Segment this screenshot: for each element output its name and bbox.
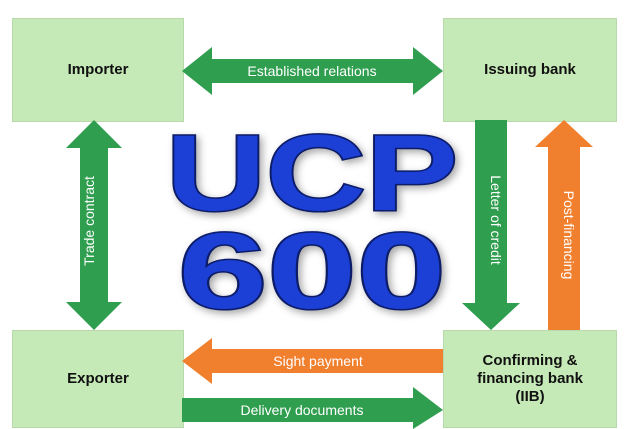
letter-of-credit-arrow: Letter of credit <box>462 120 520 330</box>
delivery-documents-arrow: Delivery documents <box>182 387 443 429</box>
confirming-bank-label-line1: Confirming & <box>482 352 578 369</box>
post-financing-arrow: Post-financing <box>535 120 593 330</box>
sight-payment-arrow: Sight payment <box>182 338 443 384</box>
confirming-bank-box: Confirming & financing bank (IIB) <box>443 330 617 428</box>
exporter-label: Exporter <box>67 370 129 387</box>
exporter-box: Exporter <box>12 330 184 428</box>
letter-of-credit-label: Letter of credit <box>488 175 504 265</box>
ucp-600-title: UCP 600 <box>165 111 460 333</box>
sight-payment-label: Sight payment <box>273 353 363 369</box>
trade-contract-arrow: Trade contract <box>66 120 122 330</box>
confirming-bank-label-line2: financing bank <box>477 370 583 387</box>
importer-label: Importer <box>67 61 129 78</box>
title-line2: 600 <box>178 210 446 331</box>
importer-box: Importer <box>12 18 184 122</box>
title-line1: UCP <box>166 112 458 233</box>
post-financing-label: Post-financing <box>561 191 577 280</box>
confirming-bank-label-line3: (IIB) <box>515 388 545 405</box>
delivery-documents-label: Delivery documents <box>241 402 364 418</box>
issuing-bank-box: Issuing bank <box>443 18 617 122</box>
established-relations-label: Established relations <box>247 63 376 79</box>
trade-contract-label: Trade contract <box>81 176 97 266</box>
established-relations-arrow: Established relations <box>182 47 443 95</box>
issuing-bank-label: Issuing bank <box>484 61 576 78</box>
